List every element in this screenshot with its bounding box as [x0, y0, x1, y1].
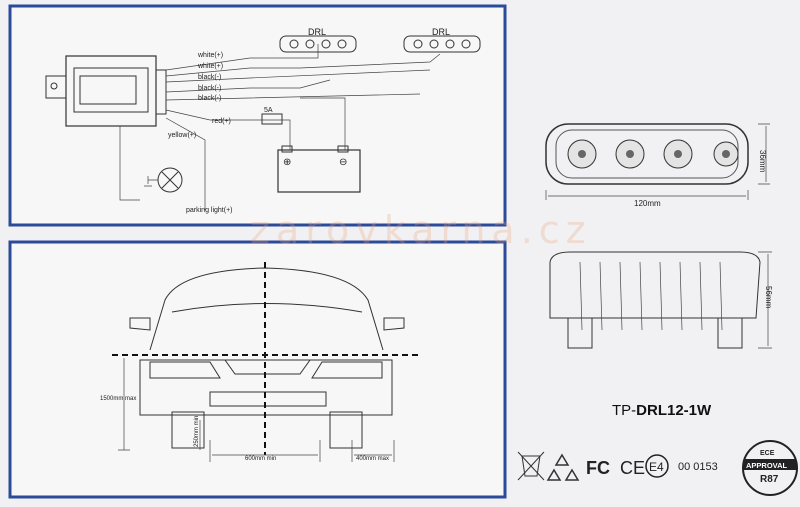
ece-badge: ECE APPROVAL R87: [742, 440, 798, 496]
wiring-panel: [8, 4, 507, 227]
recycle-icon: [546, 453, 580, 481]
lamp-side-view: [549, 251, 761, 349]
parking-lamp-symbol: [144, 167, 183, 193]
red-wire-label: red(+): [212, 118, 231, 125]
width-dim-label: 120mm: [634, 199, 661, 208]
fuse-symbol: [261, 113, 283, 125]
height-dim-label: 36mm: [758, 150, 767, 173]
wire-bundle: [119, 44, 441, 210]
lamp-front-view: [545, 123, 749, 185]
model-code: DRL12-1W: [636, 402, 712, 419]
battery-symbol: ⊕ ⊖: [277, 145, 361, 193]
ce-mark: CE: [620, 458, 645, 478]
wire-label: white(+): [197, 63, 223, 70]
height-min-label: 250mm min: [194, 416, 200, 447]
depth-dim-label: 56mm: [764, 286, 773, 309]
approval-text: APPROVAL: [746, 461, 788, 470]
spacing-min-label: 600mm min: [245, 456, 276, 462]
e-mark-icon: E4: [645, 454, 669, 478]
drl-unit-right: [403, 35, 481, 53]
model-prefix: TP-: [612, 402, 637, 419]
model-name: TP-DRL12-1W: [612, 402, 711, 419]
wire-label: black(-): [198, 85, 221, 92]
approval-number: 00 0153: [678, 461, 718, 473]
ece-text: ECE: [760, 450, 775, 457]
drl-label-left: DRL: [308, 27, 326, 37]
drl-unit-left: [279, 35, 357, 53]
weee-bin-icon: [517, 451, 545, 481]
fcc-mark: FC: [586, 458, 610, 478]
wire-label: white(+): [197, 52, 223, 59]
car-panel: [8, 240, 507, 499]
control-module: [45, 55, 167, 127]
parking-light-label: parking light(+): [186, 207, 233, 214]
height-max-label: 1500mm max: [100, 396, 136, 402]
wire-label: black(-): [198, 95, 221, 102]
drl-label-right: DRL: [432, 27, 450, 37]
yellow-wire-label: yellow(+): [168, 132, 196, 139]
wire-label: black(-): [198, 74, 221, 81]
fuse-label: 5A: [264, 107, 273, 114]
watermark: zarovkarna.cz: [250, 208, 592, 252]
reg-text: R87: [760, 474, 779, 485]
svg-text:⊖: ⊖: [339, 157, 347, 168]
e-mark-text: E4: [649, 460, 664, 474]
edge-max-label: 400mm max: [356, 456, 389, 462]
svg-text:⊕: ⊕: [283, 157, 291, 168]
